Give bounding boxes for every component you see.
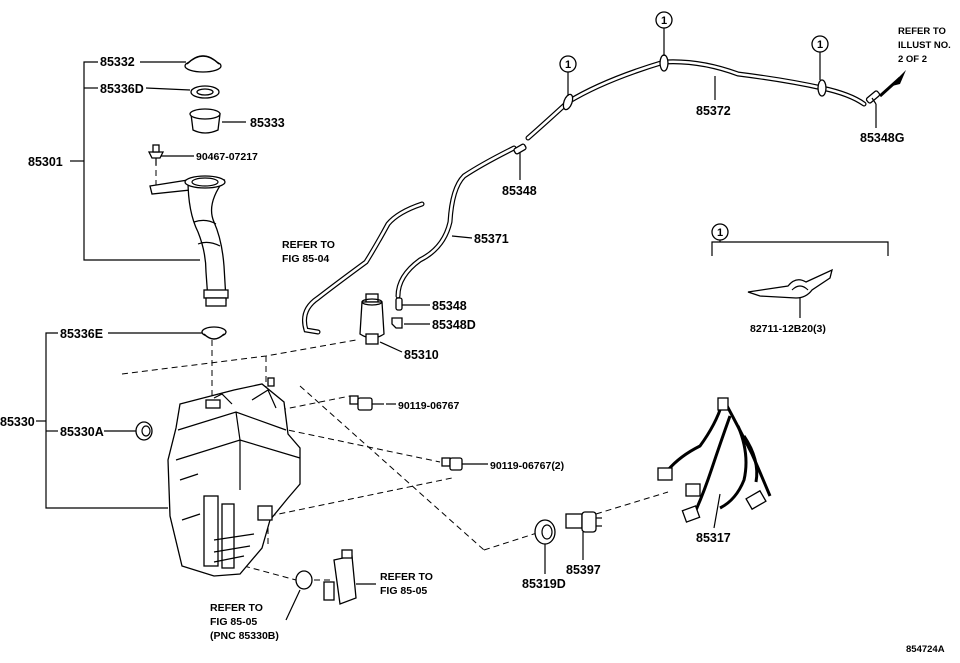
- label-85330: 85330: [0, 415, 35, 429]
- level-sensor-85397: [565, 511, 602, 533]
- label-90467-07217: 90467-07217: [196, 151, 258, 163]
- label-85372: 85372: [696, 104, 731, 118]
- label-85310: 85310: [404, 348, 439, 362]
- note-line: REFER TO: [898, 26, 946, 37]
- callout-circle-1b: 1: [655, 11, 673, 56]
- note-line: REFER TO: [210, 602, 263, 614]
- label-85371: 85371: [474, 232, 509, 246]
- strainer-85333: [189, 108, 221, 134]
- note-line: (PNC 85330B): [210, 630, 279, 642]
- joint-85348-top: [513, 143, 527, 155]
- bracket-85301: [70, 61, 200, 261]
- label-85336D: 85336D: [100, 82, 144, 96]
- hose-85372: [525, 54, 867, 141]
- washer-pump-85310: [359, 293, 385, 345]
- callout-circle-1d: 1: [711, 223, 729, 241]
- cap-85332: [184, 55, 222, 73]
- label-90119-06767-2: 90119-06767(2): [490, 460, 564, 472]
- wire-harness-85317: [657, 397, 772, 523]
- label-82711-12B20: 82711-12B20(3): [750, 323, 826, 335]
- callout-circle-1c: 1: [811, 35, 829, 80]
- callout-number: 1: [717, 227, 723, 239]
- washer-motor-refer-fig-85-05: [323, 549, 376, 605]
- label-85348D: 85348D: [432, 318, 476, 332]
- bolt-90119-06767: [349, 395, 384, 411]
- filler-pipe-85301: [149, 175, 229, 307]
- joint-85348-mid: [395, 297, 403, 311]
- hose-refer-fig-85-04: [302, 201, 425, 335]
- hose-85371: [395, 145, 517, 299]
- label-85330A: 85330A: [60, 425, 104, 439]
- label-85317: 85317: [696, 531, 731, 545]
- label-85397: 85397: [566, 563, 601, 577]
- label-85336E: 85336E: [60, 327, 103, 341]
- label-85348-mid: 85348: [432, 299, 467, 313]
- grommet-85330B: [295, 570, 313, 590]
- note-line: FIG 85-05: [380, 585, 427, 597]
- label-85348G: 85348G: [860, 131, 904, 145]
- label-85332: 85332: [100, 55, 135, 69]
- label-85333: 85333: [250, 116, 285, 130]
- joint-85348G: [865, 90, 881, 105]
- note-refer-fig-85-05-bottom: REFER TO FIG 85-05 (PNC 85330B): [210, 602, 279, 642]
- washer-tank-85330: [167, 377, 301, 577]
- callout-number: 1: [817, 39, 823, 51]
- grommet-85336E: [201, 326, 227, 340]
- clip-82711-12B20: [747, 268, 833, 299]
- note-line: 2 OF 2: [898, 54, 927, 65]
- note-refer-fig-85-05-right: REFER TO FIG 85-05: [380, 571, 433, 597]
- diagram-id: 854724A: [906, 644, 945, 655]
- callout-number: 1: [661, 15, 667, 27]
- note-line: REFER TO: [380, 571, 433, 583]
- clip-90467-07217: [147, 144, 165, 165]
- gasket-85336D: [190, 85, 220, 99]
- label-90119-06767: 90119-06767: [398, 400, 459, 412]
- label-85348-top: 85348: [502, 184, 537, 198]
- callout-number: 1: [565, 59, 571, 71]
- label-85319D: 85319D: [522, 577, 566, 591]
- bolt-90119-06767-2: [441, 457, 463, 471]
- note-line: ILLUST NO.: [898, 40, 951, 51]
- leader-lines: [104, 61, 889, 621]
- grommet-85319D: [534, 519, 556, 545]
- note-refer-illust-2-of-2: REFER TO ILLUST NO. 2 OF 2: [898, 26, 951, 65]
- joint-85348D: [391, 317, 403, 329]
- note-line: REFER TO: [282, 239, 335, 251]
- refer-arrow-icon: [878, 70, 906, 98]
- callout-circle-1a: 1: [559, 55, 577, 96]
- bracket-85330: [36, 332, 168, 509]
- label-85301: 85301: [28, 155, 63, 169]
- note-line: FIG 85-05: [210, 616, 257, 628]
- note-refer-fig-85-04: REFER TO FIG 85-04: [282, 239, 335, 265]
- note-line: FIG 85-04: [282, 253, 329, 265]
- grommet-85330A: [135, 421, 153, 441]
